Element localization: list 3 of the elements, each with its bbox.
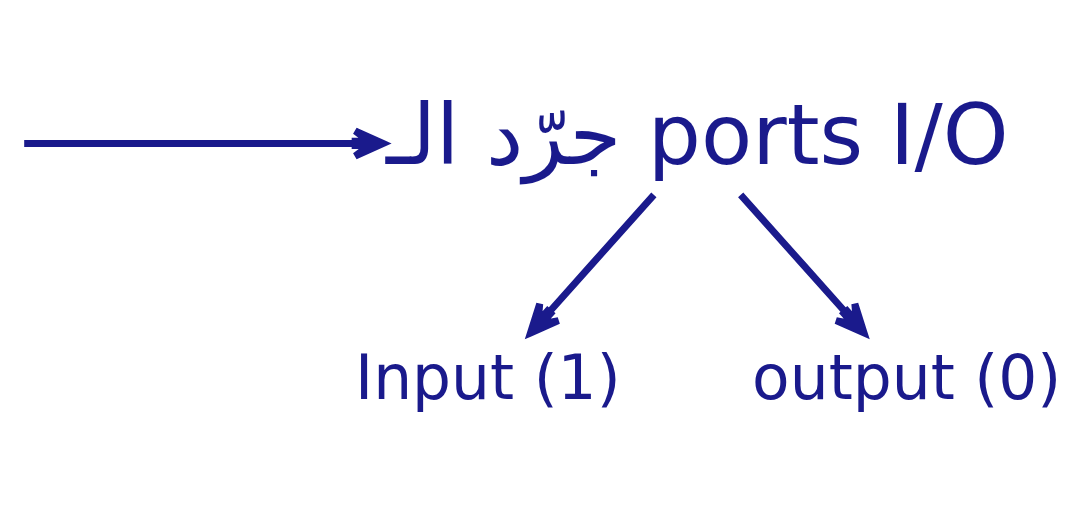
node-text: Input (1) bbox=[355, 341, 621, 413]
node-text: جرّد الـ ports I/O bbox=[385, 85, 1009, 184]
node-text: output (0) bbox=[752, 341, 1062, 413]
